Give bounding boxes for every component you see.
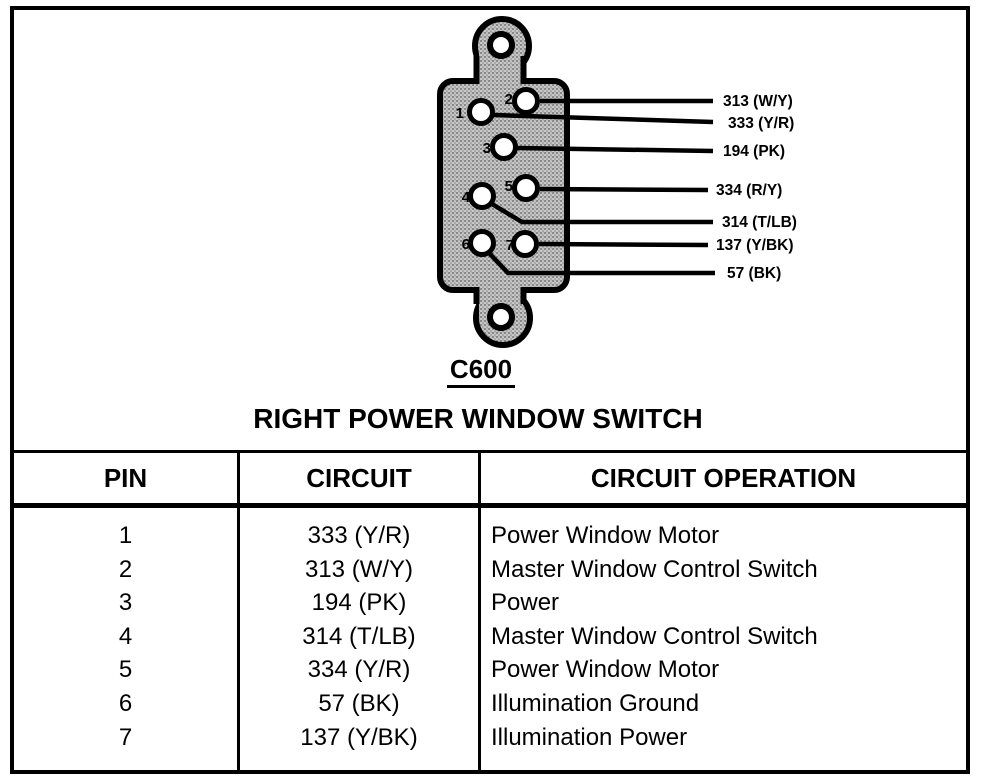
circuit-value: 314 (T/LB) bbox=[302, 622, 416, 650]
callout-label-pin5: 334 (R/Y) bbox=[716, 182, 782, 199]
connector-id-text: C600 bbox=[446, 354, 516, 388]
callout-label-pin6: 57 (BK) bbox=[727, 265, 781, 282]
connector-id: C600 bbox=[0, 354, 962, 388]
callout-label-pin4: 314 (T/LB) bbox=[722, 214, 797, 231]
operation-value: Power bbox=[491, 589, 560, 617]
pin-column: 1 2 3 4 5 6 7 bbox=[14, 508, 240, 770]
pin-table-header-row: PIN CIRCUIT CIRCUIT OPERATION bbox=[14, 450, 966, 508]
pin-number-1: 1 bbox=[456, 105, 464, 122]
callout-line-pin4 bbox=[490, 202, 713, 225]
mounting-hole-bottom bbox=[487, 303, 515, 331]
mounting-hole-top bbox=[487, 31, 515, 59]
operation-value: Illumination Ground bbox=[491, 689, 700, 717]
pin-number-2: 2 bbox=[505, 91, 513, 108]
callout-line-pin6 bbox=[488, 252, 715, 276]
pin-value: 6 bbox=[118, 689, 133, 717]
pin-hole-4 bbox=[468, 182, 496, 210]
circuit-column: 333 (Y/R) 313 (W/Y) 194 (PK) 314 (T/LB) … bbox=[240, 508, 481, 770]
operation-value: Master Window Control Switch bbox=[491, 622, 818, 650]
pin-hole-5 bbox=[512, 174, 540, 202]
pin-table: PIN CIRCUIT CIRCUIT OPERATION 1 2 3 4 5 … bbox=[14, 450, 966, 770]
circuit-value: 333 (Y/R) bbox=[307, 522, 411, 549]
circuit-value: 194 (PK) bbox=[311, 589, 407, 617]
callout-line-pin7 bbox=[538, 241, 709, 248]
pin-hole-2 bbox=[512, 87, 540, 115]
pin-value: 7 bbox=[118, 723, 133, 751]
pin-number-5: 5 bbox=[505, 178, 513, 195]
diagram-title: RIGHT POWER WINDOW SWITCH bbox=[253, 403, 703, 434]
operation-value: Power Window Motor bbox=[491, 522, 720, 549]
pin-table-body: 1 2 3 4 5 6 7 333 (Y/R) 313 (W/Y) 194 (P… bbox=[14, 508, 966, 770]
pin-hole-3 bbox=[490, 133, 518, 161]
circuit-value: 57 (BK) bbox=[318, 689, 400, 717]
callout-line-pin5 bbox=[539, 186, 709, 193]
circuit-value: 334 (Y/R) bbox=[307, 656, 411, 684]
pin-number-4: 4 bbox=[462, 189, 471, 206]
pin-value: 3 bbox=[118, 589, 133, 617]
pin-hole-1 bbox=[467, 98, 495, 126]
pin-number-7: 7 bbox=[506, 237, 514, 254]
callout-line-pin1 bbox=[493, 112, 714, 125]
pin-hole-6 bbox=[468, 229, 496, 257]
operation-column: Power Window Motor Master Window Control… bbox=[481, 508, 966, 770]
callout-label-pin1: 333 (Y/R) bbox=[728, 115, 794, 132]
circuit-value: 137 (Y/BK) bbox=[300, 723, 418, 751]
callout-label-pin3: 194 (PK) bbox=[723, 143, 785, 160]
pin-value: 1 bbox=[118, 522, 133, 549]
header-circuit: CIRCUIT bbox=[240, 453, 481, 503]
pin-value: 2 bbox=[118, 555, 133, 583]
operation-value: Master Window Control Switch bbox=[491, 555, 818, 583]
operation-value: Power Window Motor bbox=[491, 656, 720, 684]
callout-label-pin2: 313 (W/Y) bbox=[723, 93, 793, 110]
pin-value: 5 bbox=[118, 656, 133, 684]
header-circuit-operation: CIRCUIT OPERATION bbox=[590, 462, 857, 493]
circuit-value: 313 (W/Y) bbox=[304, 555, 414, 583]
callout-line-pin3 bbox=[516, 145, 714, 154]
pin-number-6: 6 bbox=[462, 236, 470, 253]
connector-diagram: 1 2 3 4 5 6 7 313 (W/Y) 333 (Y/R) 194 (P… bbox=[437, 16, 797, 348]
pin-hole-7 bbox=[511, 230, 539, 258]
operation-value: Illumination Power bbox=[491, 723, 688, 751]
callout-label-pin7: 137 (Y/BK) bbox=[716, 237, 794, 254]
figure-border bbox=[10, 6, 970, 774]
pin-number-3: 3 bbox=[483, 140, 491, 157]
pin-value: 4 bbox=[118, 622, 133, 650]
header-pin: PIN bbox=[14, 453, 240, 503]
